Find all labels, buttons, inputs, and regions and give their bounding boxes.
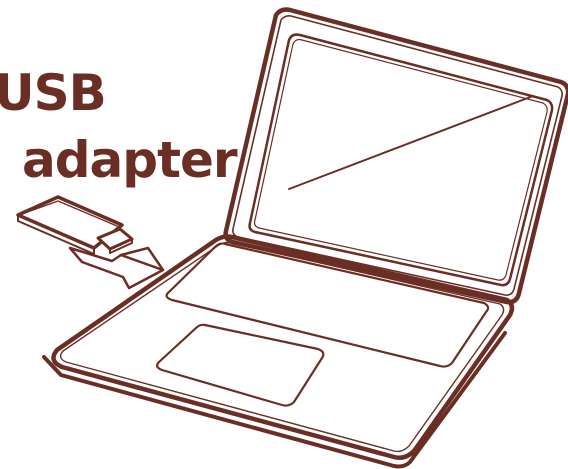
adapter-label: adapter: [22, 135, 237, 185]
screen-display: [250, 35, 553, 286]
base-bottom-edge: [44, 333, 505, 467]
laptop-screen: [226, 10, 568, 303]
usb-flash-drive: [18, 197, 132, 254]
screen-glare-line: [289, 96, 533, 189]
insert-arrow: [70, 248, 163, 288]
usb-label: USB: [0, 68, 106, 118]
screen-display-inset: [255, 40, 548, 281]
